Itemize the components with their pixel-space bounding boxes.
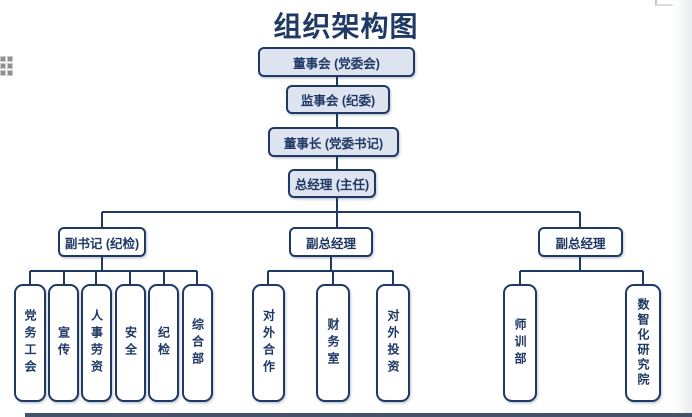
leaf-label: 人事劳资	[89, 309, 104, 377]
org-box-general-manager[interactable]: 总经理 (主任)	[288, 169, 376, 198]
leaf-label: 党务工会	[23, 309, 37, 377]
leaf-box-general-dept[interactable]: 综合部	[182, 284, 213, 402]
leaf-box-external-cooperation[interactable]: 对外合作	[252, 284, 285, 402]
chart-title[interactable]: 组织架构图	[273, 11, 419, 42]
org-box-label: 董事长 (党委书记)	[283, 136, 384, 151]
drag-handle-icon[interactable]	[0, 56, 13, 76]
org-box-chairman[interactable]: 董事长 (党委书记)	[268, 127, 399, 157]
leaf-label: 财务室	[326, 317, 340, 369]
leaf-box-discipline[interactable]: 纪检	[148, 284, 179, 402]
org-box-label: 副书记 (纪检)	[64, 236, 140, 251]
leaf-label: 师训部	[513, 317, 527, 369]
org-box-supervisory[interactable]: 监事会 (纪委)	[286, 85, 390, 114]
leaf-label: 纪检	[156, 326, 171, 360]
org-box-label: 副总经理	[305, 236, 356, 251]
table-corner-mark-icon	[655, 0, 673, 6]
leaf-box-hr-labor[interactable]: 人事劳资	[81, 284, 112, 402]
leaf-box-external-investment[interactable]: 对外投资	[376, 284, 410, 402]
connector-branch-1	[29, 257, 198, 284]
leaf-box-party-affairs-union[interactable]: 党务工会	[14, 284, 46, 402]
connector-branch-3	[519, 257, 644, 284]
org-box-label: 监事会 (纪委)	[300, 94, 376, 108]
leaf-box-digital-research-institute[interactable]: 数智化研究院	[625, 284, 661, 402]
leaf-box-safety[interactable]: 安全	[115, 284, 146, 402]
org-box-label: 董事会 (党委会)	[293, 56, 380, 71]
cropped-element-bottom-edge	[25, 413, 692, 417]
leaf-box-teacher-training[interactable]: 师训部	[503, 284, 537, 402]
leaf-box-publicity[interactable]: 宣传	[48, 284, 79, 402]
org-box-label: 总经理 (主任)	[294, 178, 370, 192]
leaf-label: 宣传	[56, 326, 71, 360]
org-box-deputy-gm-1[interactable]: 副总经理	[289, 227, 373, 257]
leaf-label: 对外合作	[261, 309, 276, 377]
leaf-label: 数智化研究院	[636, 298, 650, 388]
org-box-board[interactable]: 董事会 (党委会)	[258, 47, 415, 77]
org-box-deputy-secretary[interactable]: 副书记 (纪检)	[58, 227, 146, 257]
leaf-label: 安全	[123, 326, 138, 360]
leaf-label: 综合部	[190, 317, 205, 369]
leaf-box-finance-office[interactable]: 财务室	[316, 284, 350, 402]
page-edge-shade	[674, 0, 692, 417]
connector-trunk	[101, 211, 581, 227]
org-box-deputy-gm-2[interactable]: 副总经理	[538, 227, 623, 257]
org-box-label: 副总经理	[555, 236, 606, 251]
leaf-label: 对外投资	[386, 309, 400, 377]
connector-branch-2	[267, 257, 394, 284]
